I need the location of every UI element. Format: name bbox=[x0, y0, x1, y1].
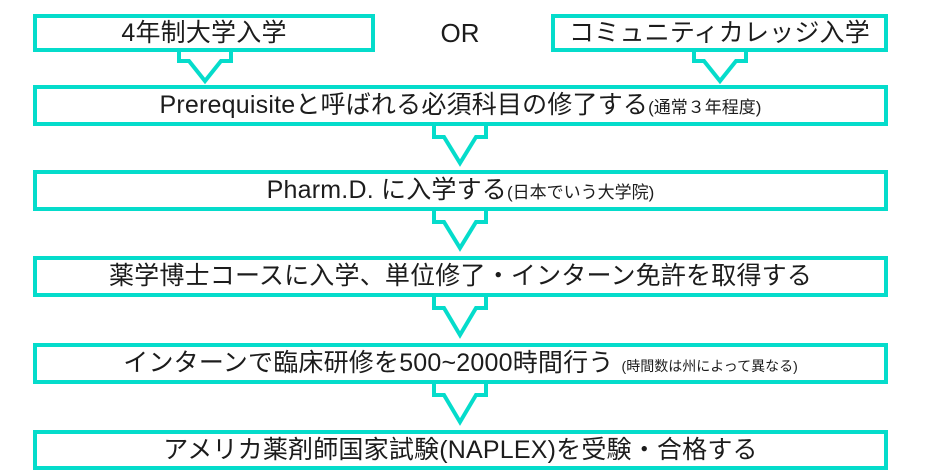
step-sublabel-internship: (時間数は州によって異なる) bbox=[621, 358, 798, 374]
step-label-internship: インターンで臨床研修を500~2000時間行う bbox=[123, 349, 614, 377]
step-box-pharmd: Pharm.D. に入学する(日本でいう大学院) bbox=[33, 170, 888, 211]
arrow-prerequisite-to-pharmd bbox=[430, 126, 490, 168]
arrow-internship-to-naplex bbox=[430, 384, 490, 427]
or-connector-label: OR bbox=[440, 18, 480, 48]
step-box-doctorate-course: 薬学博士コースに入学、単位修了・インターン免許を取得する bbox=[33, 256, 888, 297]
step-box-university: 4年制大学入学 bbox=[33, 14, 375, 52]
arrow-university-to-prerequisite bbox=[175, 52, 235, 85]
arrow-pharmd-to-doctorate bbox=[430, 211, 490, 253]
step-sublabel-pharmd: (日本でいう大学院) bbox=[507, 183, 655, 202]
step-label-community-college: コミュニティカレッジ入学 bbox=[569, 18, 870, 47]
step-label-pharmd: Pharm.D. に入学する bbox=[266, 176, 507, 204]
step-label-doctorate-course: 薬学博士コースに入学、単位修了・インターン免許を取得する bbox=[108, 262, 813, 290]
step-box-community-college: コミュニティカレッジ入学 bbox=[551, 14, 888, 52]
arrow-doctorate-to-internship bbox=[430, 297, 490, 340]
step-label-naplex: アメリカ薬剤師国家試験(NAPLEX)を受験・合格する bbox=[163, 435, 758, 464]
step-box-naplex: アメリカ薬剤師国家試験(NAPLEX)を受験・合格する bbox=[33, 430, 888, 470]
step-label-prerequisite-group: Prerequisiteと呼ばれる必須科目の修了する(通常３年程度) bbox=[160, 93, 762, 118]
step-box-internship: インターンで臨床研修を500~2000時間行う (時間数は州によって異なる) bbox=[33, 343, 888, 384]
arrow-college-to-prerequisite bbox=[690, 52, 750, 85]
step-label-university: 4年制大学入学 bbox=[121, 18, 287, 47]
step-label-internship-group: インターンで臨床研修を500~2000時間行う (時間数は州によって異なる) bbox=[123, 351, 798, 376]
step-label-prerequisite: Prerequisiteと呼ばれる必須科目の修了する bbox=[159, 91, 649, 119]
step-label-pharmd-group: Pharm.D. に入学する(日本でいう大学院) bbox=[267, 178, 655, 203]
step-box-prerequisite: Prerequisiteと呼ばれる必須科目の修了する(通常３年程度) bbox=[33, 85, 888, 126]
step-sublabel-prerequisite: (通常３年程度) bbox=[648, 98, 762, 117]
